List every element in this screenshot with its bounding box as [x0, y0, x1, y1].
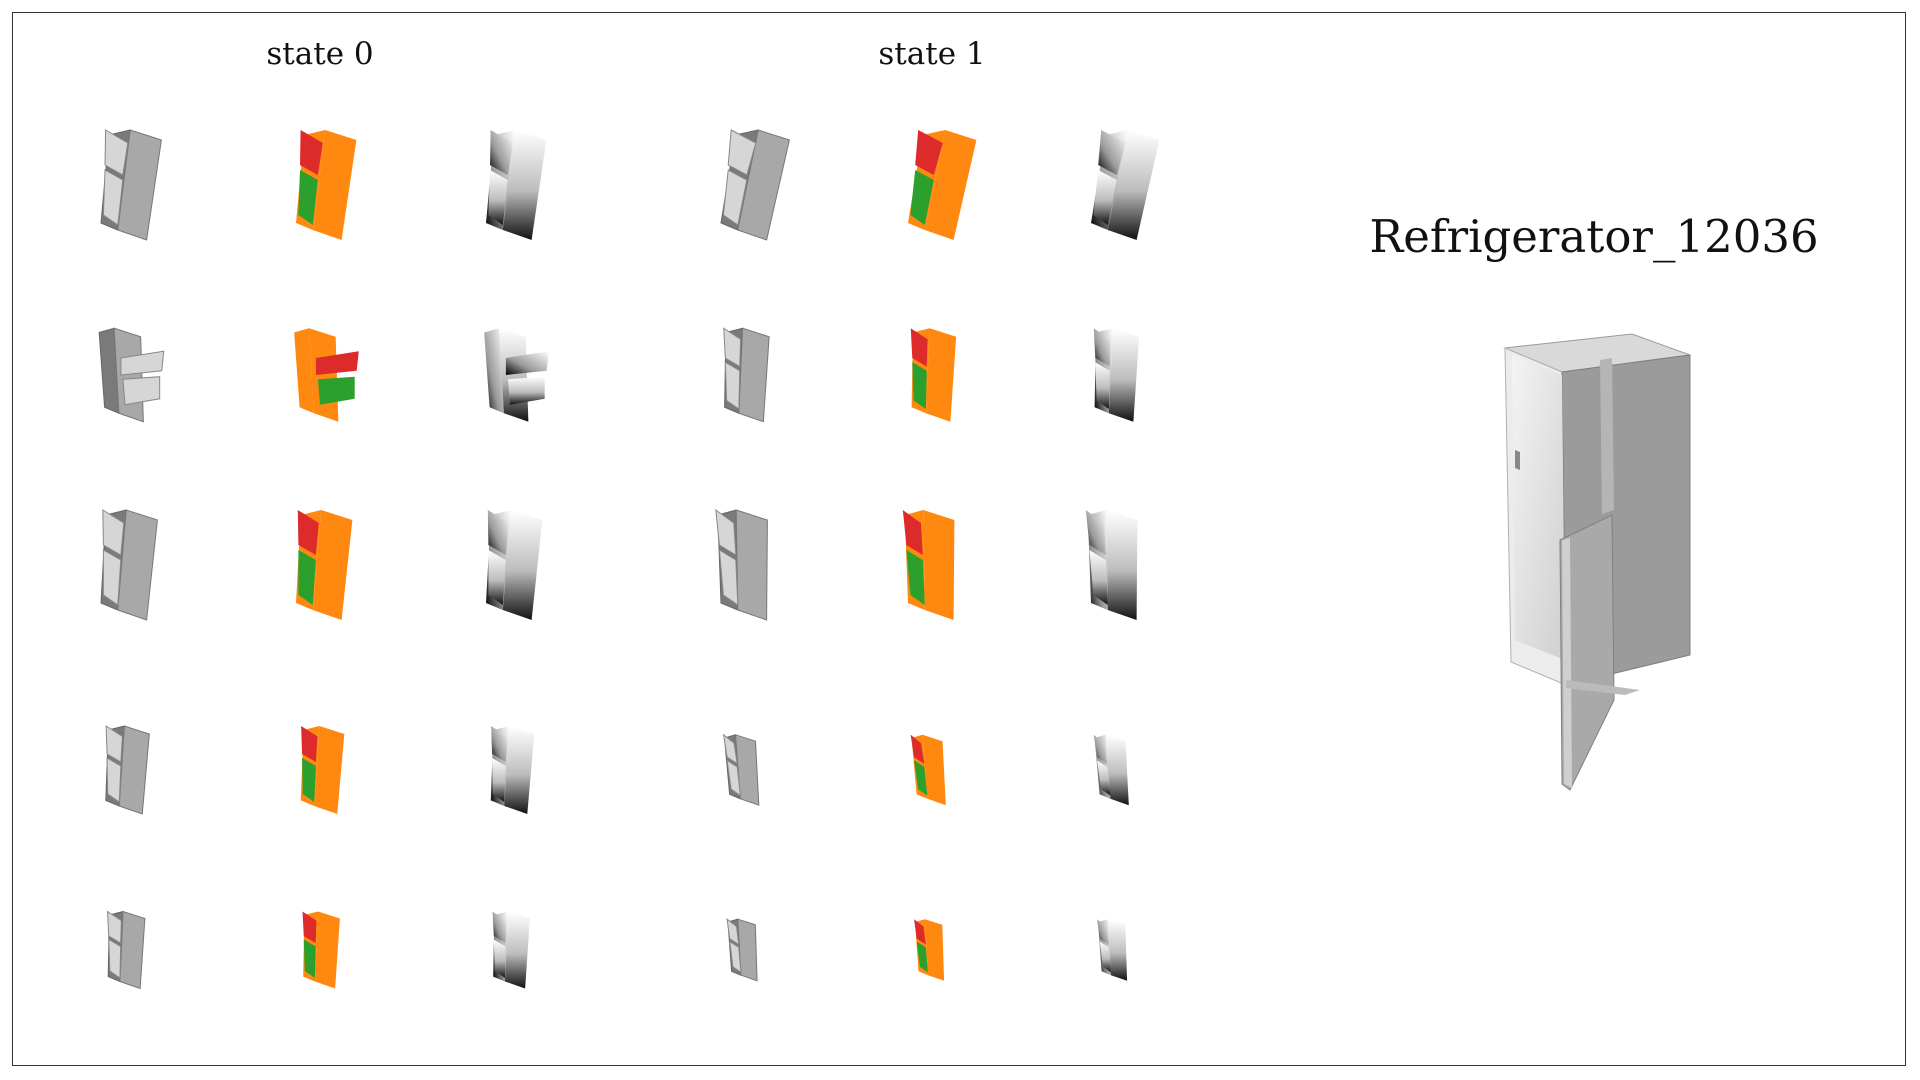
- render-state1-row5-depth-map: [1097, 919, 1128, 981]
- render-state0-row3-part-segmentation: [296, 510, 353, 620]
- render-state0-row4-depth-map: [490, 726, 535, 814]
- render-state1-row4-shaded-mesh: [722, 733, 760, 806]
- render-state0-row1-depth-map: [486, 130, 547, 240]
- render-state1-row3-shaded-mesh: [715, 508, 768, 621]
- render-state0-row5-part-segmentation: [302, 911, 340, 989]
- render-state0-row2-part-segmentation: [294, 328, 359, 422]
- state-1-label: state 1: [878, 36, 986, 72]
- render-state1-row1-depth-map: [1091, 130, 1160, 240]
- render-state1-row2-shaded-mesh: [723, 327, 770, 423]
- render-state1-row2-part-segmentation: [910, 328, 957, 422]
- render-state0-row5-depth-map: [492, 911, 530, 989]
- render-state1-row1-part-segmentation: [908, 130, 977, 240]
- render-state1-row3-depth-map: [1085, 510, 1138, 620]
- render-state0-row5-shaded-mesh: [106, 910, 146, 990]
- render-state1-row5-shaded-mesh: [726, 918, 758, 982]
- state-0-label: state 0: [266, 36, 374, 72]
- render-state0-row3-shaded-mesh: [100, 509, 158, 621]
- render-state1-row3-part-segmentation: [902, 510, 955, 620]
- render-state0-row2-shaded-mesh: [98, 327, 165, 423]
- render-state0-row4-part-segmentation: [300, 726, 345, 814]
- render-state0-row1-shaded-mesh: [100, 129, 162, 241]
- render-state1-row4-part-segmentation: [910, 734, 946, 806]
- render-state0-row3-depth-map: [486, 510, 543, 620]
- render-state1-row2-depth-map: [1093, 328, 1140, 422]
- render-state1-row5-part-segmentation: [914, 919, 945, 981]
- hero-refrigerator-render: [1503, 333, 1691, 791]
- render-state1-row4-depth-map: [1093, 734, 1129, 806]
- object-title: Refrigerator_12036: [1369, 210, 1819, 263]
- render-state0-row4-shaded-mesh: [105, 725, 150, 815]
- render-state1-row1-shaded-mesh: [720, 129, 790, 241]
- render-state0-row2-depth-map: [484, 328, 549, 422]
- render-state0-row1-part-segmentation: [296, 130, 357, 240]
